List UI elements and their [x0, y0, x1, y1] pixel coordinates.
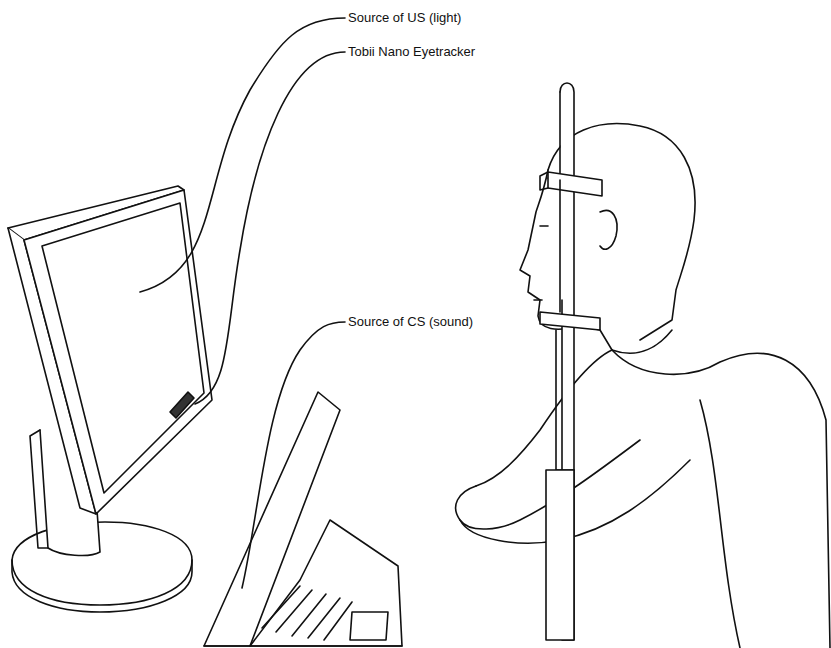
leader-line — [242, 322, 345, 588]
laptop — [204, 392, 402, 646]
leader-line — [140, 18, 345, 292]
chin-rest — [540, 83, 602, 640]
participant — [456, 124, 830, 648]
monitor — [8, 186, 212, 514]
leader-line — [195, 52, 345, 404]
callout-label: Source of CS (sound) — [348, 314, 473, 330]
callout-label: Source of US (light) — [348, 10, 461, 26]
callout-label: Tobii Nano Eyetracker — [348, 44, 475, 60]
